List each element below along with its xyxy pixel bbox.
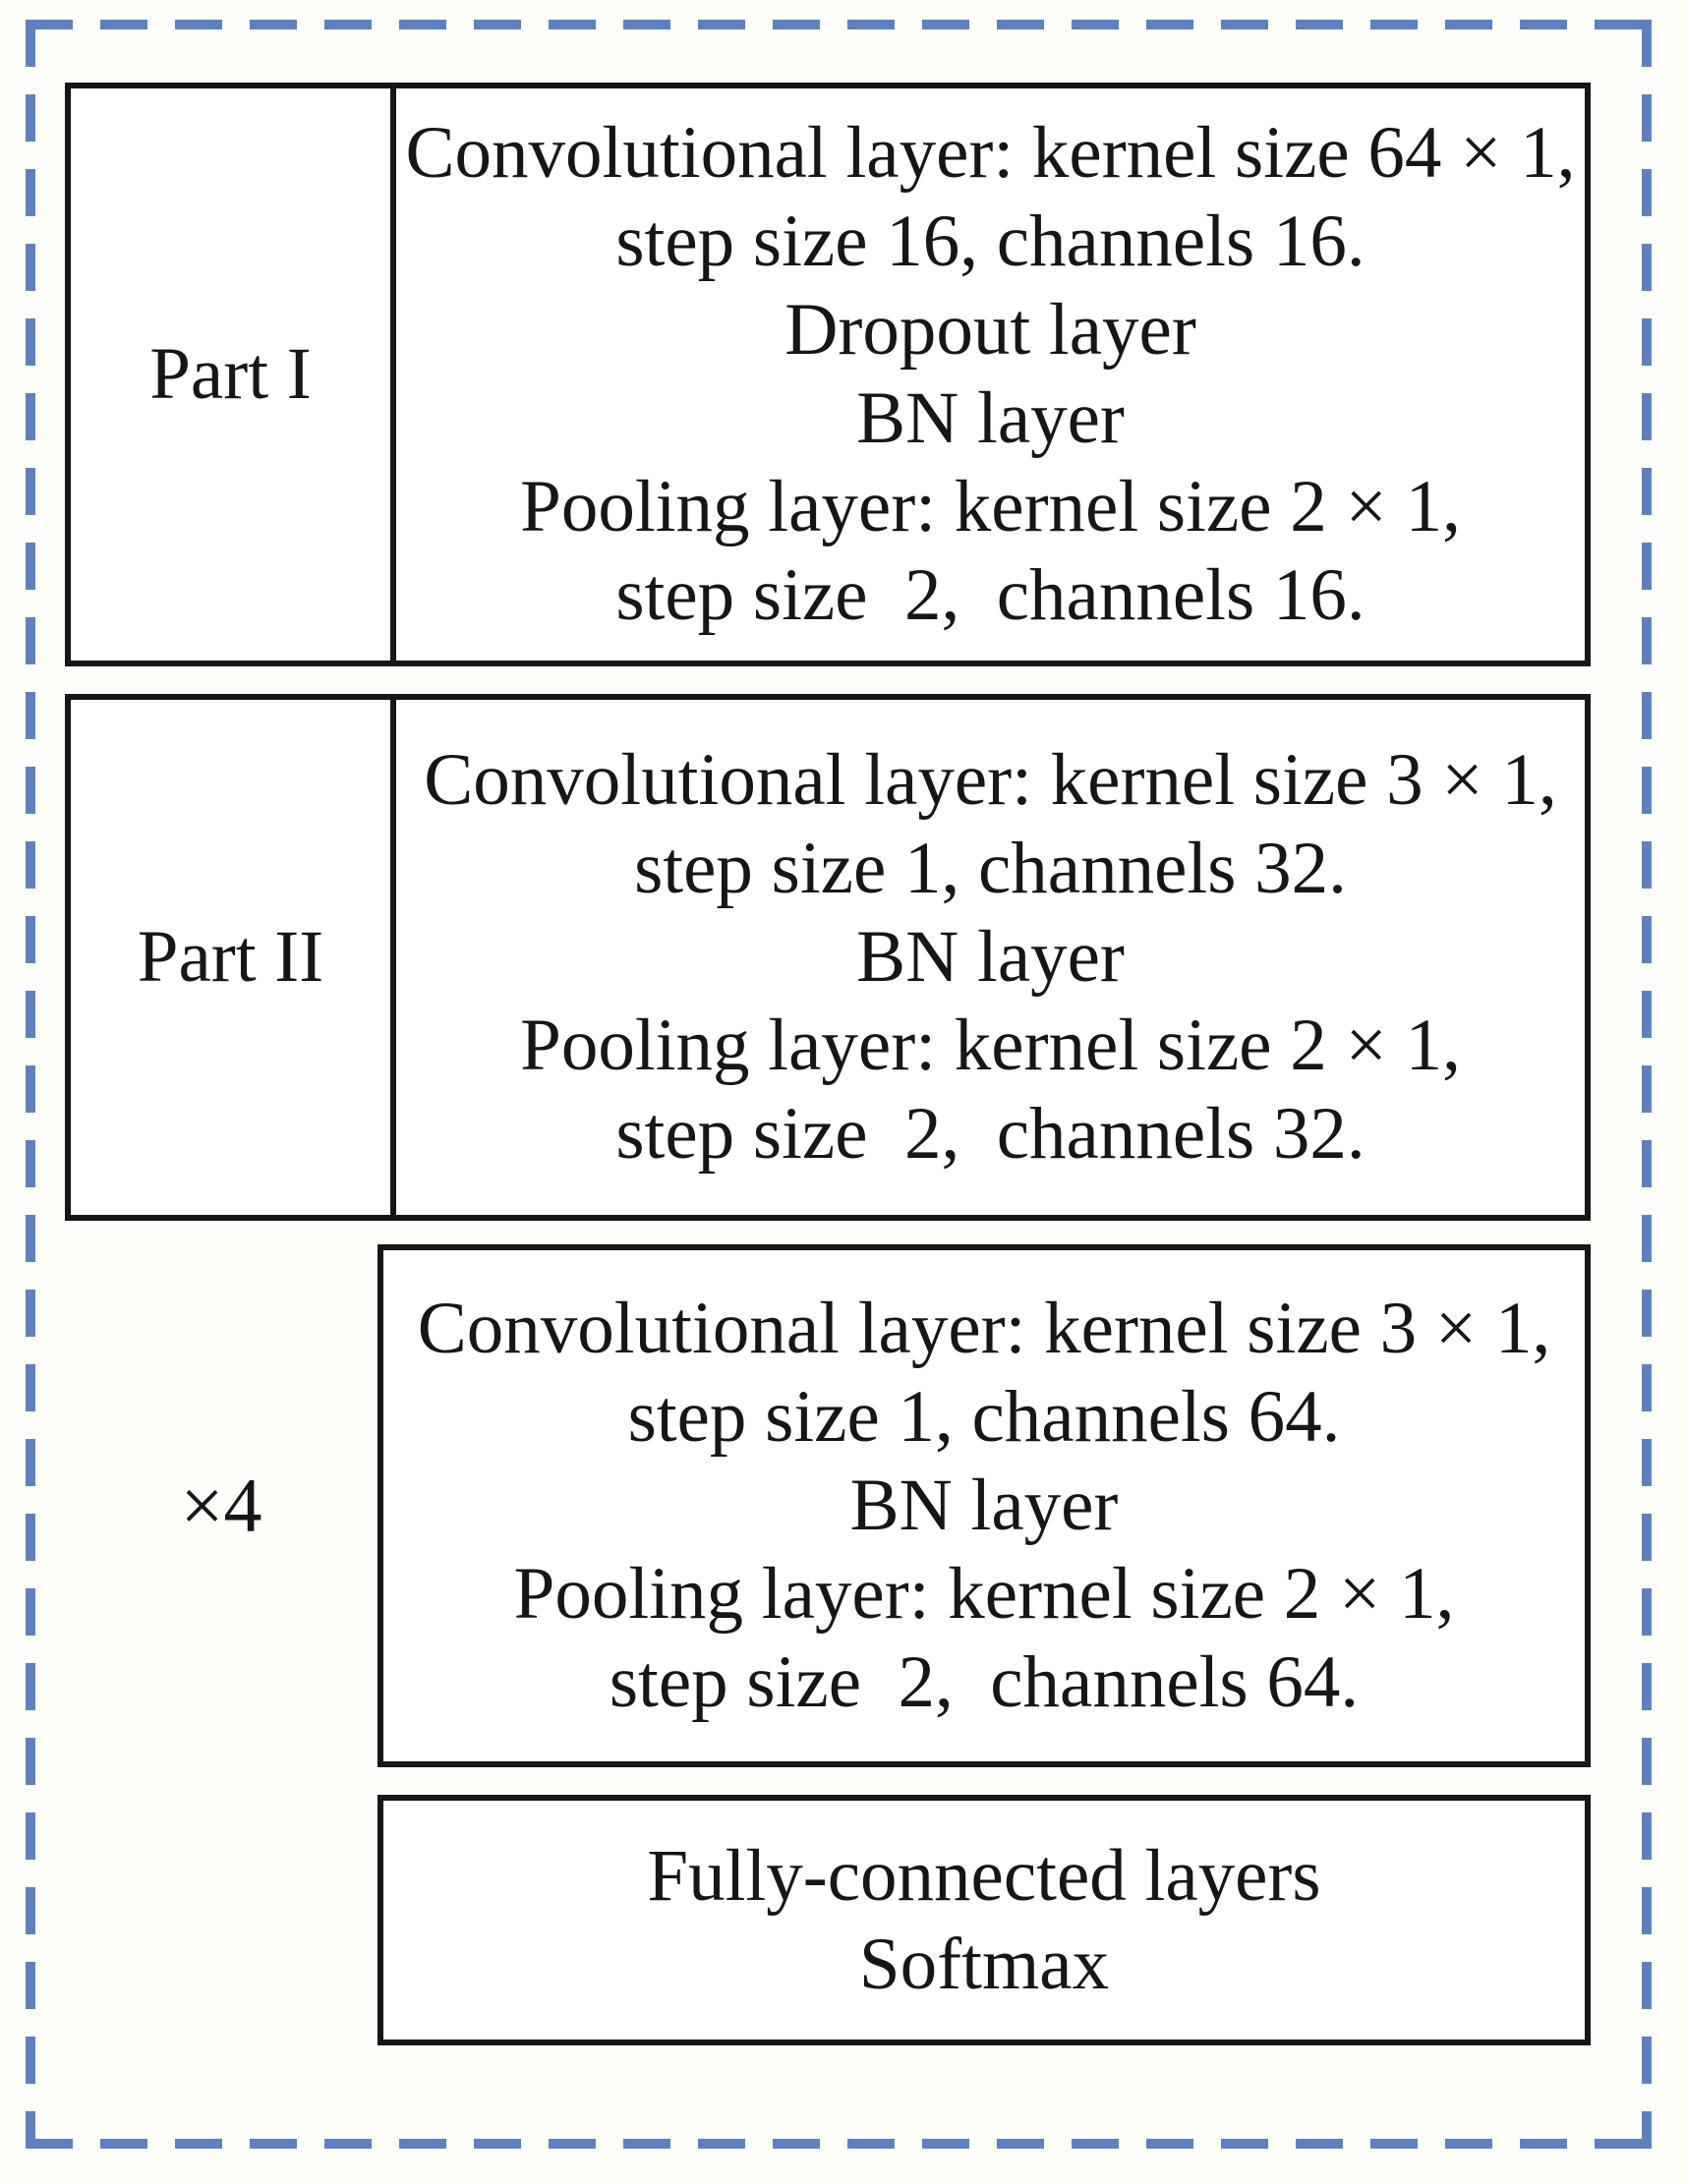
part1-label-cell: Part I bbox=[71, 88, 396, 661]
part2-line-conv-params: step size 1, channels 32. bbox=[634, 828, 1347, 909]
fc-line-softmax: Softmax bbox=[858, 1923, 1110, 2005]
part1-line-conv: Convolutional layer: kernel size 64 × 1, bbox=[405, 112, 1576, 194]
part2-line-conv: Convolutional layer: kernel size 3 × 1, bbox=[424, 739, 1557, 821]
repeated-conv-content-cell: Convolutional layer: kernel size 3 × 1, … bbox=[383, 1250, 1585, 1761]
part2-line-bn: BN layer bbox=[856, 916, 1125, 998]
part1-line-dropout: Dropout layer bbox=[784, 289, 1196, 371]
repeat-line-pool: Pooling layer: kernel size 2 × 1, bbox=[513, 1553, 1455, 1635]
part1-content-cell: Convolutional layer: kernel size 64 × 1,… bbox=[396, 88, 1585, 661]
repeat-line-bn: BN layer bbox=[849, 1465, 1119, 1546]
fc-softmax-block: Fully-connected layers Softmax bbox=[378, 1795, 1591, 2045]
part1-table: Part I Convolutional layer: kernel size … bbox=[65, 83, 1591, 666]
repeat-line-pool-params: step size 2, channels 64. bbox=[609, 1641, 1360, 1723]
times4-label: ×4 bbox=[180, 1463, 262, 1548]
repeat-line-conv-params: step size 1, channels 64. bbox=[627, 1376, 1341, 1458]
part1-line-bn: BN layer bbox=[856, 377, 1125, 459]
part1-line-conv-params: step size 16, channels 16. bbox=[615, 201, 1365, 282]
part1-label: Part I bbox=[149, 333, 312, 415]
part2-content-cell: Convolutional layer: kernel size 3 × 1, … bbox=[396, 700, 1585, 1215]
fc-content-cell: Fully-connected layers Softmax bbox=[383, 1801, 1585, 2040]
fc-line-fully-connected: Fully-connected layers bbox=[647, 1834, 1321, 1917]
repeated-conv-block: Convolutional layer: kernel size 3 × 1, … bbox=[378, 1244, 1591, 1767]
repeat-line-conv: Convolutional layer: kernel size 3 × 1, bbox=[417, 1288, 1551, 1369]
part2-line-pool-params: step size 2, channels 32. bbox=[615, 1093, 1365, 1175]
part2-label-cell: Part II bbox=[71, 700, 396, 1215]
part1-line-pool: Pooling layer: kernel size 2 × 1, bbox=[520, 466, 1461, 547]
part2-line-pool: Pooling layer: kernel size 2 × 1, bbox=[520, 1005, 1461, 1086]
part1-line-pool-params: step size 2, channels 16. bbox=[615, 554, 1365, 636]
part2-label: Part II bbox=[137, 916, 324, 998]
part2-table: Part II Convolutional layer: kernel size… bbox=[65, 694, 1591, 1221]
